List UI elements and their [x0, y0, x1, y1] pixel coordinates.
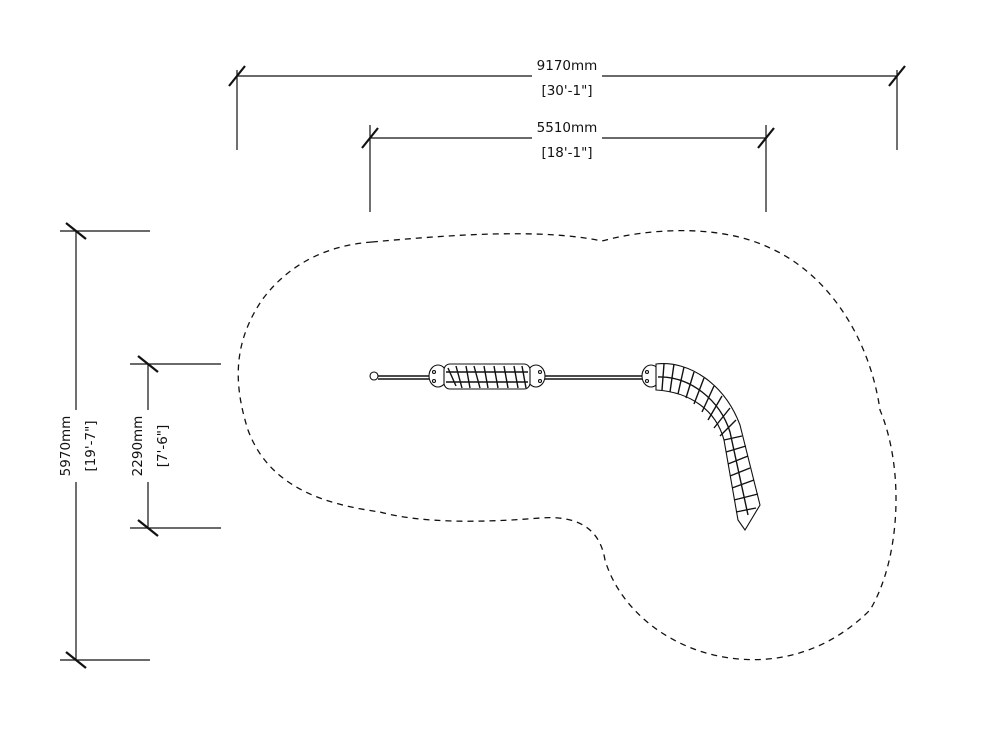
- equipment-width-dimension: 5510mm [18'-1"]: [361, 120, 775, 212]
- overall-width-tick-right: [888, 65, 906, 87]
- curved-segment-texture: [661, 363, 759, 513]
- equipment-width-metric: 5510mm: [537, 120, 598, 136]
- curved-segment-centerline: [657, 376, 749, 516]
- overall-depth-metric: 5970mm: [58, 416, 74, 477]
- overall-width-dimension: 9170mm [30'-1"]: [228, 58, 906, 150]
- use-zone-outline: [237, 229, 897, 661]
- overall-width-tick-left: [228, 65, 246, 87]
- left-bolt-1: [431, 369, 437, 375]
- right-bolt-1: [537, 369, 543, 375]
- overall-depth-imperial: [19'-7"]: [83, 420, 99, 471]
- equipment-width-imperial: [18'-1"]: [541, 145, 592, 161]
- overall-width-metric: 9170mm: [537, 58, 598, 74]
- equipment-width-tick-left: [361, 127, 379, 149]
- overall-depth-dimension: 5970mm [19'-7"]: [58, 222, 150, 669]
- curved-balance-segment: [641, 363, 761, 532]
- curve-bolt-2: [644, 378, 650, 384]
- equipment-depth-tick-bottom: [137, 519, 159, 537]
- straight-segment-texture: [446, 365, 528, 389]
- overall-depth-tick-top: [65, 222, 87, 240]
- equipment-depth-tick-top: [137, 355, 159, 373]
- play-equipment: [369, 363, 761, 532]
- equipment-depth-dimension: 2290mm [7'-6"]: [130, 355, 221, 537]
- straight-balance-segment: [428, 363, 546, 390]
- equipment-depth-imperial: [7'-6"]: [155, 425, 171, 468]
- curved-segment-body: [655, 363, 761, 532]
- end-anchor: [369, 371, 379, 381]
- overall-width-imperial: [30'-1"]: [541, 83, 592, 99]
- curve-bolt-1: [644, 369, 650, 375]
- left-bolt-2: [431, 378, 437, 384]
- equipment-depth-metric: 2290mm: [130, 416, 146, 477]
- right-bolt-2: [537, 378, 543, 384]
- straight-segment-body: [443, 363, 531, 390]
- equipment-width-tick-right: [757, 127, 775, 149]
- overall-depth-tick-bottom: [65, 651, 87, 669]
